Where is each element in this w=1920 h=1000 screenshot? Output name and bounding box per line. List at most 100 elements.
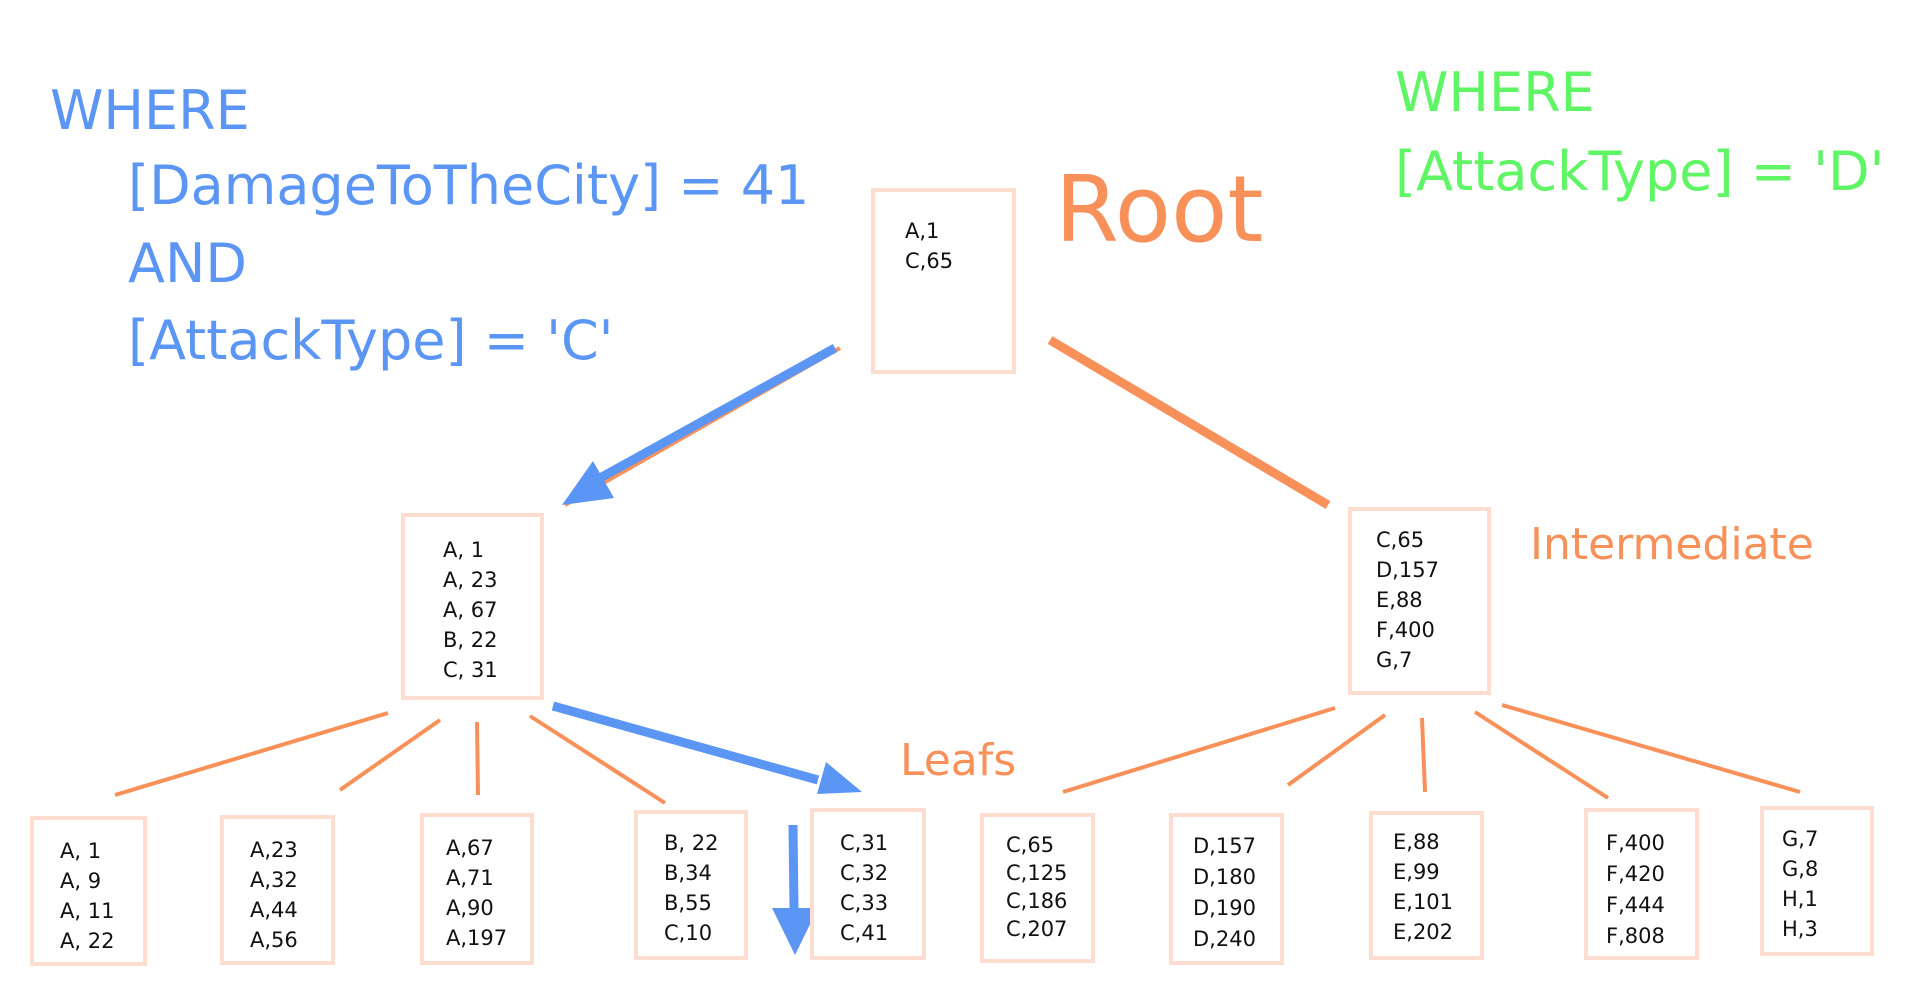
root-node-entries: A,1 C,65 <box>905 216 953 276</box>
node-entry: C,31 <box>840 831 889 855</box>
node-entry: D,240 <box>1193 927 1256 951</box>
leaf-node-9-entries: F,400 F,420 F,444 F,808 <box>1606 828 1665 952</box>
leaf-node-6: C,65 C,125 C,186 C,207 <box>980 813 1095 963</box>
node-entry: C,65 <box>1006 833 1055 857</box>
edge-right-to-leaf-6 <box>1062 706 1336 794</box>
node-entry: G,7 <box>1782 827 1819 851</box>
leaf-node-2-entries: A,23 A,32 A,44 A,56 <box>250 835 298 955</box>
leaf-node-3-entries: A,67 A,71 A,90 A,197 <box>446 833 507 953</box>
node-entry: B,55 <box>664 891 712 915</box>
node-entry: D,190 <box>1193 896 1256 920</box>
intermediate-node-right: C,65 D,157 E,88 F,400 G,7 <box>1348 507 1491 695</box>
node-entry: A,71 <box>446 866 494 890</box>
node-entry: G,7 <box>1376 648 1413 672</box>
search-arrow-down-shaft <box>788 824 799 909</box>
node-entry: A, 23 <box>443 568 498 592</box>
root-node: A,1 C,65 <box>871 188 1016 374</box>
node-entry: D,157 <box>1193 834 1256 858</box>
node-entry: D,157 <box>1376 558 1439 582</box>
node-entry: F,400 <box>1606 831 1665 855</box>
node-entry: A,44 <box>250 898 298 922</box>
node-entry: C, 31 <box>443 658 498 682</box>
leafs-level-label: Leafs <box>900 735 1017 786</box>
node-entry: A, 67 <box>443 598 498 622</box>
node-entry: C,186 <box>1006 889 1068 913</box>
edge-left-to-leaf-1 <box>114 711 389 797</box>
node-entry: A, 22 <box>60 929 115 953</box>
leaf-node-5-entries: C,31 C,32 C,33 C,41 <box>840 828 888 948</box>
node-entry: F,444 <box>1606 893 1665 917</box>
query-left-where: WHERE <box>50 79 250 142</box>
node-entry: A,90 <box>446 896 494 920</box>
node-entry: A,23 <box>250 838 298 862</box>
search-arrow-root-to-left-shaft <box>597 344 838 482</box>
leaf-node-8-entries: E,88 E,99 E,101 E,202 <box>1393 827 1453 947</box>
node-entry: H,3 <box>1782 917 1818 941</box>
node-entry: B, 22 <box>443 628 498 652</box>
node-entry: C,125 <box>1006 861 1068 885</box>
search-arrow-left-to-leaf5-shaft <box>551 701 820 785</box>
leaf-node-1: A, 1 A, 9 A, 11 A, 22 <box>30 816 147 966</box>
edge-right-to-leaf-10 <box>1501 703 1801 794</box>
query-left-condition-2: [AttackType] = 'C' <box>128 309 614 372</box>
node-entry: C,65 <box>1376 528 1425 552</box>
edge-left-to-leaf-4 <box>528 714 667 805</box>
node-entry: A, 11 <box>60 899 115 923</box>
intermediate-node-left-entries: A, 1 A, 23 A, 67 B, 22 C, 31 <box>443 535 498 685</box>
intermediate-node-left: A, 1 A, 23 A, 67 B, 22 C, 31 <box>401 513 544 700</box>
edge-root-to-intermediate-right <box>1047 336 1331 509</box>
node-entry: H,1 <box>1782 887 1818 911</box>
node-entry: E,101 <box>1393 890 1454 914</box>
intermediate-level-label: Intermediate <box>1530 519 1814 570</box>
node-entry: C,41 <box>840 921 889 945</box>
node-entry: E,99 <box>1393 860 1440 884</box>
node-entry: A,56 <box>250 928 298 952</box>
node-entry: C,33 <box>840 891 889 915</box>
node-entry: C,207 <box>1006 917 1068 941</box>
leaf-node-5: C,31 C,32 C,33 C,41 <box>810 808 926 960</box>
node-entry: B,34 <box>664 861 712 885</box>
node-entry: F,420 <box>1606 862 1665 886</box>
node-entry: A, 1 <box>60 839 102 863</box>
edge-right-to-leaf-8 <box>1420 717 1427 793</box>
search-arrow-left-to-leaf5-head <box>817 762 862 794</box>
query-left-and: AND <box>128 232 247 295</box>
edge-left-to-leaf-2 <box>338 718 442 792</box>
leaf-node-4-entries: B, 22 B,34 B,55 C,10 <box>664 828 718 948</box>
node-entry: D,180 <box>1193 865 1256 889</box>
node-entry: A, 1 <box>443 538 485 562</box>
query-right-condition: [AttackType] = 'D' <box>1395 140 1885 203</box>
node-entry: E,88 <box>1376 588 1423 612</box>
node-entry: F,400 <box>1376 618 1435 642</box>
leaf-node-10: G,7 G,8 H,1 H,3 <box>1760 806 1874 956</box>
node-entry: A,1 <box>905 219 940 243</box>
node-entry: G,8 <box>1782 857 1819 881</box>
leaf-node-1-entries: A, 1 A, 9 A, 11 A, 22 <box>60 836 114 956</box>
node-entry: C,10 <box>664 921 713 945</box>
node-entry: B, 22 <box>664 831 719 855</box>
leaf-node-3: A,67 A,71 A,90 A,197 <box>420 813 534 965</box>
leaf-node-9: F,400 F,420 F,444 F,808 <box>1584 808 1699 960</box>
leaf-node-7-entries: D,157 D,180 D,190 D,240 <box>1193 831 1256 955</box>
leaf-node-4: B, 22 B,34 B,55 C,10 <box>634 810 748 960</box>
query-left-condition-1: [DamageToTheCity] = 41 <box>128 154 810 217</box>
query-right-where: WHERE <box>1395 61 1595 124</box>
node-entry: E,202 <box>1393 920 1454 944</box>
node-entry: A,67 <box>446 836 494 860</box>
node-entry: C,32 <box>840 861 889 885</box>
leaf-node-7: D,157 D,180 D,190 D,240 <box>1169 813 1284 965</box>
leaf-node-10-entries: G,7 G,8 H,1 H,3 <box>1782 824 1818 944</box>
leaf-node-6-entries: C,65 C,125 C,186 C,207 <box>1006 831 1067 943</box>
search-arrow-down-head <box>772 908 818 955</box>
node-entry: A,32 <box>250 868 298 892</box>
search-arrow-root-to-left-head <box>562 461 614 505</box>
edge-right-to-leaf-7 <box>1286 713 1387 787</box>
edge-left-to-leaf-3 <box>475 721 480 796</box>
root-level-label: Root <box>1055 156 1264 263</box>
edge-right-to-leaf-9 <box>1473 710 1610 800</box>
node-entry: E,88 <box>1393 830 1440 854</box>
node-entry: C,65 <box>905 249 954 273</box>
node-entry: A,197 <box>446 926 508 950</box>
leaf-node-8: E,88 E,99 E,101 E,202 <box>1369 811 1484 960</box>
